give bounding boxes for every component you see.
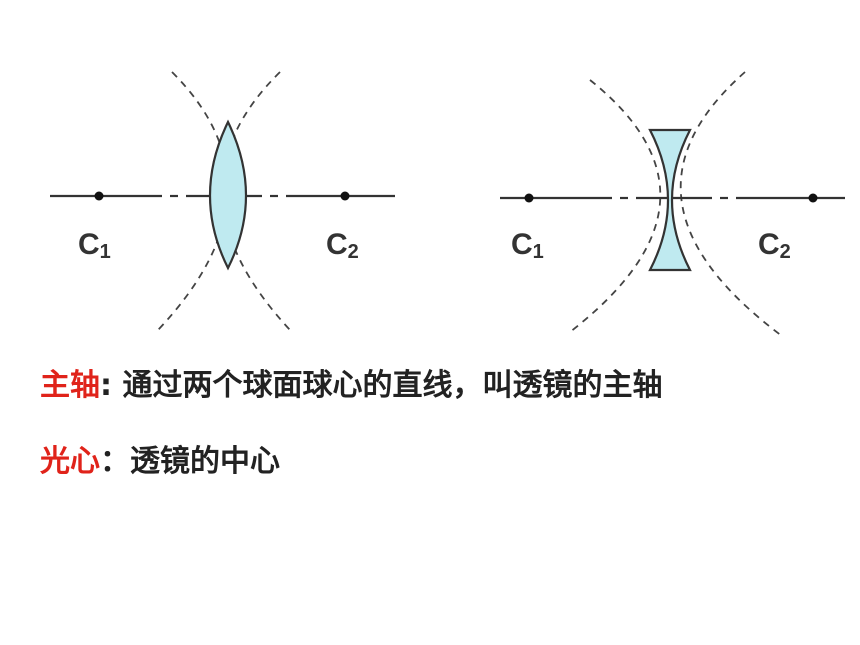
convex-c1-label: C1 [78, 228, 111, 263]
optical-center-separator: ： [100, 444, 130, 479]
concave-c2-dot [808, 193, 818, 203]
concave-c1-label: C1 [511, 228, 544, 263]
concave-right-sphere-arc [679, 71, 783, 337]
optical-center-term: 光心 [40, 444, 100, 479]
convex-lens [209, 119, 247, 271]
concave-lens [648, 128, 692, 272]
optical-center-definition: 光心：透镜的中心 [40, 436, 280, 480]
concave-c1-dot [524, 193, 534, 203]
concave-left-sphere-arc [569, 79, 662, 333]
convex-left-sphere-arc [157, 71, 229, 331]
principal-axis-text: 通过两个球面球心的直线，叫透镜的主轴 [112, 368, 663, 403]
convex-c2-label: C2 [326, 228, 359, 263]
principal-axis-separator: : [100, 368, 112, 403]
principal-axis-term: 主轴 [40, 368, 100, 403]
convex-right-sphere-arc [221, 71, 291, 331]
concave-c2-label: C2 [758, 228, 791, 263]
optical-center-text: 透镜的中心 [130, 444, 280, 479]
principal-axis-definition: 主轴: 通过两个球面球心的直线，叫透镜的主轴 [40, 360, 662, 404]
convex-lens-diagram: C1 C2 [50, 71, 395, 331]
convex-c1-dot [94, 191, 104, 201]
convex-c2-dot [340, 191, 350, 201]
concave-lens-diagram: C1 C2 [500, 71, 845, 337]
